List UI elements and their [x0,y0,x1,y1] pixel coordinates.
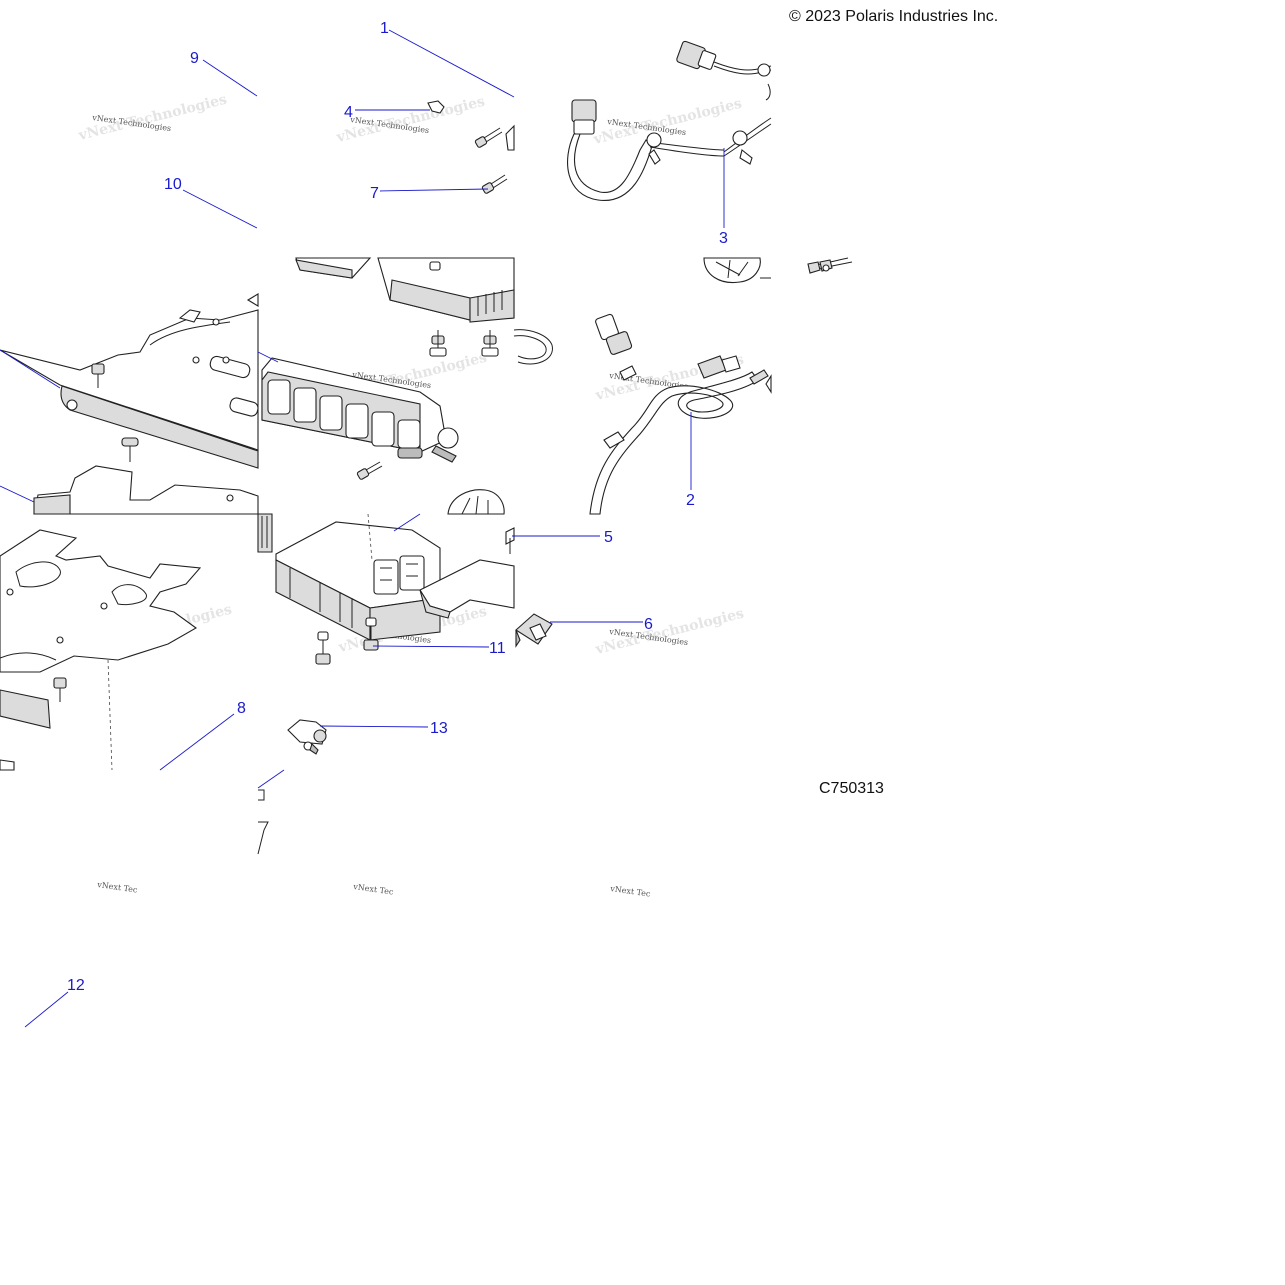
bolt-icon [474,127,503,148]
callout-8[interactable]: 8 [237,700,246,717]
callout-4[interactable]: 4 [344,104,353,121]
callout-7[interactable]: 7 [370,185,379,202]
callout-2[interactable]: 2 [686,492,695,509]
watermark: vNext Tec [352,882,395,897]
bracket-icon [33,465,259,515]
bolt-icon [429,330,447,357]
tile-harness-top [567,40,772,201]
tile-fasteners-top [427,100,515,194]
harness-connector-icon [676,40,717,70]
tile-harness-middle [513,257,772,515]
callout-11[interactable]: 11 [489,640,506,657]
callout-1[interactable]: 1 [380,20,389,37]
bolt-icon [481,174,508,194]
bolt-icon [121,437,139,462]
clip-icon [505,527,515,554]
callout-10[interactable]: 10 [164,176,182,193]
bolt-icon [356,461,383,480]
grommet-icon [447,489,505,515]
callouts: 1 2 3 4 5 6 7 8 9 10 11 12 13 [67,20,728,994]
bolt-icon [363,617,379,651]
harness-connector-icon [807,257,853,274]
harness-connector-icon [571,99,597,135]
callout-6[interactable]: 6 [644,616,653,633]
fragment-parts [257,789,269,855]
callout-13[interactable]: 13 [430,720,448,737]
bracket-icon [0,529,202,771]
bracket-icon [0,293,259,469]
leader-lines [0,29,725,1028]
module-icon [257,513,441,641]
callout-5[interactable]: 5 [604,529,613,546]
grommet-icon [703,257,761,284]
fuse-box-icon [261,357,459,463]
bolt-icon [315,631,331,665]
copyright-notice: © 2023 Polaris Industries Inc. [789,8,999,25]
harness-connector-icon [595,313,633,355]
bolt-icon [481,330,499,357]
harness-connector-icon [515,613,553,648]
callout-3[interactable]: 3 [719,230,728,247]
module-icon [295,257,515,323]
watermark: vNext Tec [609,884,652,899]
watermark: vNext Tec [96,880,139,895]
clip-icon [427,100,445,114]
callout-9[interactable]: 9 [190,50,199,67]
drawing-code: C750313 [819,780,884,797]
bolt-icon [53,677,67,702]
sensor-icon [287,719,327,755]
bolt-icon [91,363,105,388]
callout-12[interactable]: 12 [67,977,85,994]
bracket-icon [419,559,515,619]
